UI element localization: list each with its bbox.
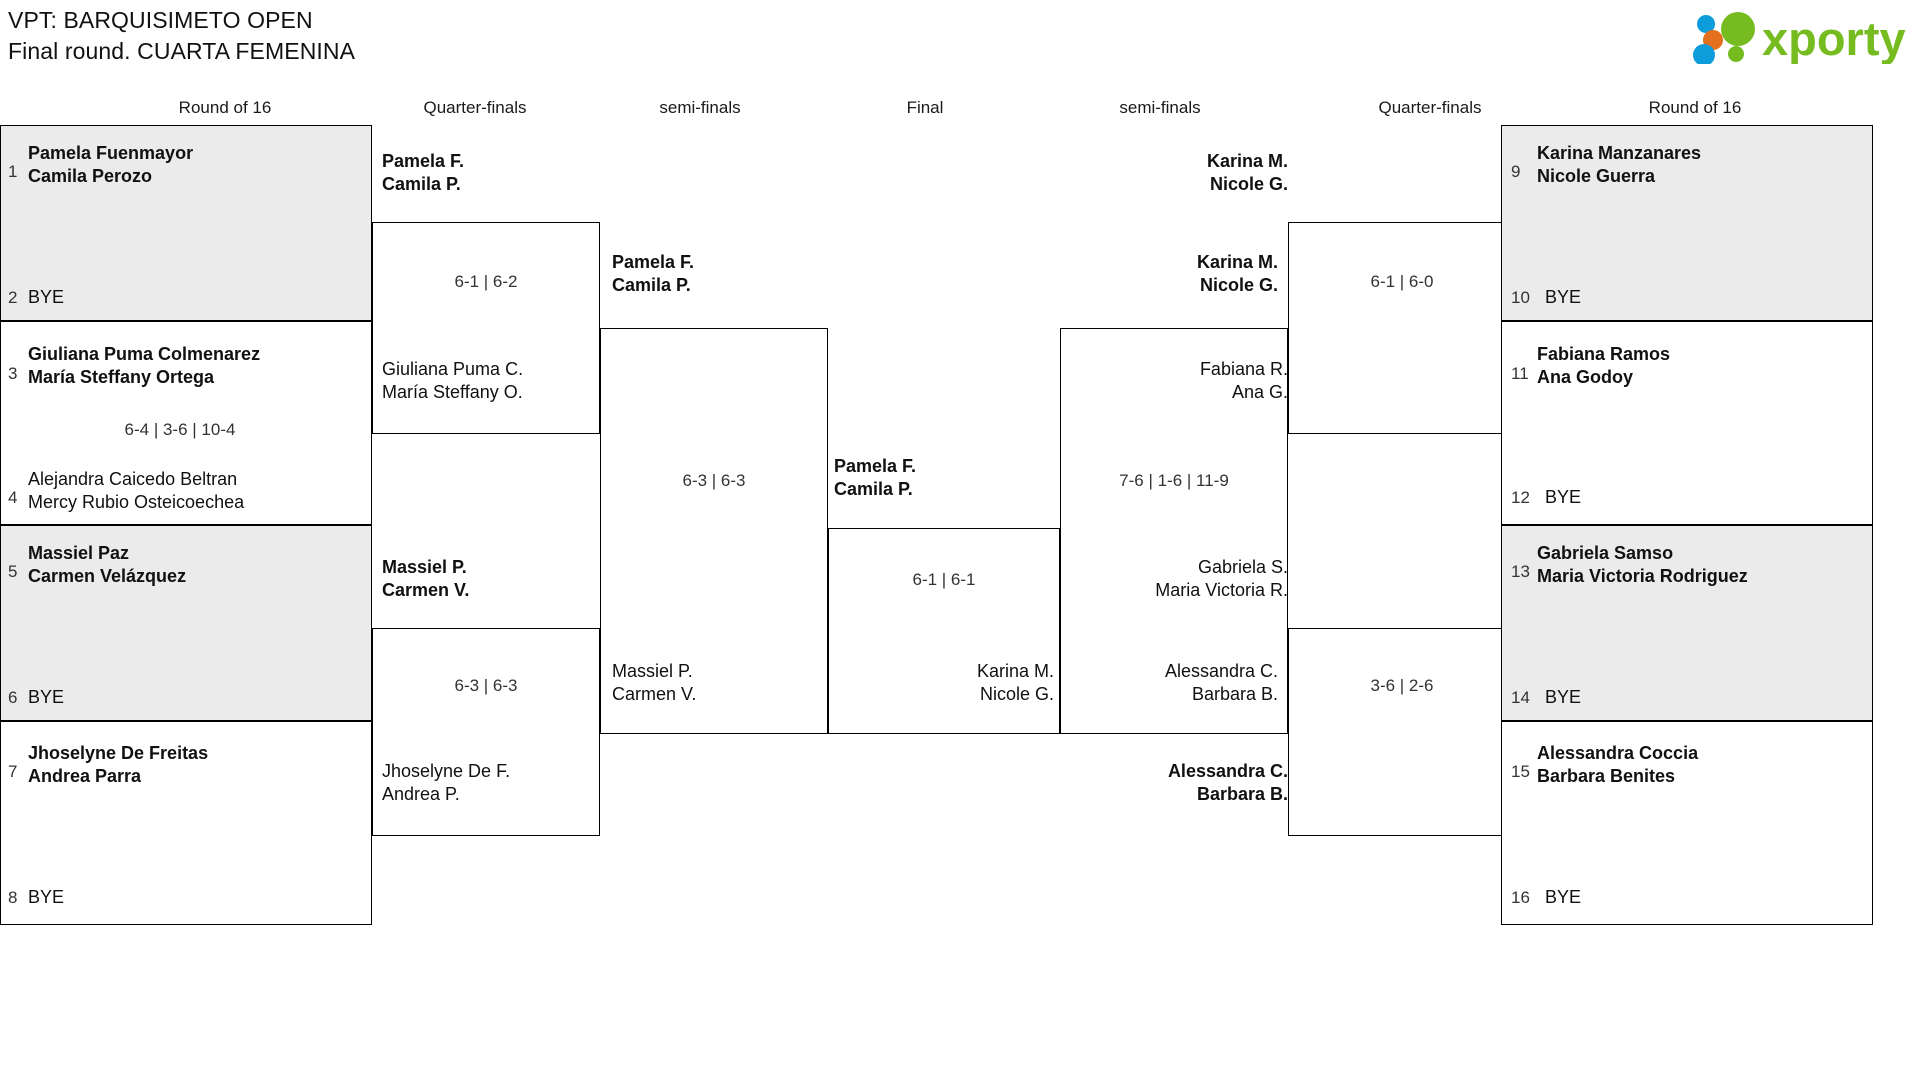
logo-dot-blue-top xyxy=(1697,15,1715,33)
seed-number-11: 11 xyxy=(1511,364,1529,383)
qf-right-score-1: 6-1 | 6-0 xyxy=(1370,272,1434,291)
r16-team-4: Alejandra Caicedo Beltran Mercy Rubio Os… xyxy=(28,469,245,512)
r16-team-7: Jhoselyne De Freitas Andrea Parra xyxy=(28,743,209,786)
qf-right-2-top-team: Gabriela S. Maria Victoria R. xyxy=(1155,557,1288,600)
qf-right-box-1[interactable] xyxy=(1288,222,1516,434)
column-header-left-round-of-16: Round of 16 xyxy=(178,98,272,117)
seed-number-5: 5 xyxy=(8,562,18,581)
qf-left-box-1[interactable] xyxy=(372,222,600,434)
sf-left-top-team: Pamela F. Camila P. xyxy=(612,252,695,295)
r16-team-12: BYE xyxy=(1545,487,1582,507)
seed-number-16: 16 xyxy=(1511,888,1530,907)
logo-dot-green-small xyxy=(1728,46,1744,62)
r16-team-16: BYE xyxy=(1545,887,1582,907)
qf-right-1-bottom-team: Fabiana R. Ana G. xyxy=(1199,359,1288,402)
column-header-right-round-of-16: Round of 16 xyxy=(1648,98,1742,117)
seed-number-4: 4 xyxy=(8,488,18,507)
qf-left-box-2[interactable] xyxy=(372,628,600,836)
r16-slot-3[interactable] xyxy=(0,525,372,721)
seed-number-1: 1 xyxy=(8,162,18,181)
column-header-final: Final xyxy=(906,98,944,117)
r16-score-2: 6-4 | 3-6 | 10-4 xyxy=(124,420,236,439)
final-bottom-team: Karina M. Nicole G. xyxy=(976,661,1054,704)
column-header-right-semi-finals: semi-finals xyxy=(1119,98,1201,117)
r16-team-14: BYE xyxy=(1545,687,1582,707)
logo-dot-green-big xyxy=(1721,12,1755,46)
final-box[interactable] xyxy=(828,528,1060,734)
qf-left-score-1: 6-1 | 6-2 xyxy=(454,272,518,291)
sf-left-bottom-team: Massiel P. Carmen V. xyxy=(612,661,697,704)
sf-right-top-team: Karina M. Nicole G. xyxy=(1196,252,1278,295)
r16-team-5: Massiel Paz Carmen Velázquez xyxy=(28,543,187,586)
column-header-left-quarter-finals: Quarter-finals xyxy=(423,98,527,117)
sf-left-score: 6-3 | 6-3 xyxy=(682,471,746,490)
r16-slot-4[interactable] xyxy=(0,721,372,925)
final-top-team: Pamela F. Camila P. xyxy=(834,456,917,499)
r16-team-10: BYE xyxy=(1545,287,1582,307)
tournament-name: VPT: BARQUISIMETO OPEN xyxy=(8,7,313,33)
xporty-logo[interactable]: xporty xyxy=(1682,8,1912,64)
seed-number-13: 13 xyxy=(1511,562,1530,581)
logo-wordmark: xporty xyxy=(1762,12,1906,64)
qf-left-2-top-team: Massiel P. Carmen V. xyxy=(382,557,470,600)
r16-slot-6[interactable] xyxy=(1501,321,1873,525)
column-header-right-quarter-finals: Quarter-finals xyxy=(1378,98,1482,117)
seed-number-3: 3 xyxy=(8,364,18,383)
r16-team-15: Alessandra Coccia Barbara Benites xyxy=(1537,743,1699,786)
seed-number-2: 2 xyxy=(8,288,18,307)
r16-team-1: Pamela Fuenmayor Camila Perozo xyxy=(28,143,194,186)
logo-dot-blue-bottom xyxy=(1693,44,1715,64)
qf-right-2-bottom-team: Alessandra C. Barbara B. xyxy=(1167,761,1288,804)
seed-number-9: 9 xyxy=(1511,162,1521,181)
qf-right-box-2[interactable] xyxy=(1288,628,1516,836)
qf-right-1-top-team: Karina M. Nicole G. xyxy=(1206,151,1288,194)
seed-number-10: 10 xyxy=(1511,288,1530,307)
r16-team-9: Karina Manzanares Nicole Guerra xyxy=(1537,143,1702,186)
qf-left-score-2: 6-3 | 6-3 xyxy=(454,676,518,695)
r16-slot-7[interactable] xyxy=(1501,525,1873,721)
qf-left-2-bottom-team: Jhoselyne De F. Andrea P. xyxy=(382,761,511,804)
seed-number-6: 6 xyxy=(8,688,18,707)
qf-right-score-2: 3-6 | 2-6 xyxy=(1370,676,1434,695)
r16-team-3: Giuliana Puma Colmenarez María Steffany … xyxy=(28,344,261,387)
sf-right-bottom-team: Alessandra C. Barbara B. xyxy=(1164,661,1278,704)
r16-slot-8[interactable] xyxy=(1501,721,1873,925)
column-header-left-semi-finals: semi-finals xyxy=(659,98,741,117)
qf-left-1-top-team: Pamela F. Camila P. xyxy=(382,151,465,194)
r16-team-8: BYE xyxy=(28,887,65,907)
seed-number-14: 14 xyxy=(1511,688,1530,707)
sf-right-score: 7-6 | 1-6 | 11-9 xyxy=(1119,471,1229,490)
seed-number-15: 15 xyxy=(1511,762,1530,781)
page-title: VPT: BARQUISIMETO OPEN Final round. CUAR… xyxy=(8,5,355,67)
seed-number-7: 7 xyxy=(8,762,18,781)
final-score: 6-1 | 6-1 xyxy=(912,570,976,589)
seed-number-12: 12 xyxy=(1511,488,1530,507)
r16-team-13: Gabriela Samso Maria Victoria Rodriguez xyxy=(1537,543,1748,586)
sf-left-box[interactable] xyxy=(600,328,828,734)
r16-slot-1[interactable] xyxy=(0,125,372,321)
r16-team-6: BYE xyxy=(28,687,65,707)
r16-team-2: BYE xyxy=(28,287,65,307)
seed-number-8: 8 xyxy=(8,888,18,907)
r16-team-11: Fabiana Ramos Ana Godoy xyxy=(1537,344,1671,387)
sf-right-box[interactable] xyxy=(1060,328,1288,734)
tournament-subtitle: Final round. CUARTA FEMENINA xyxy=(8,38,356,64)
r16-slot-2[interactable] xyxy=(0,321,372,525)
r16-slot-5[interactable] xyxy=(1501,125,1873,321)
qf-left-1-bottom-team: Giuliana Puma C. María Steffany O. xyxy=(382,359,524,402)
